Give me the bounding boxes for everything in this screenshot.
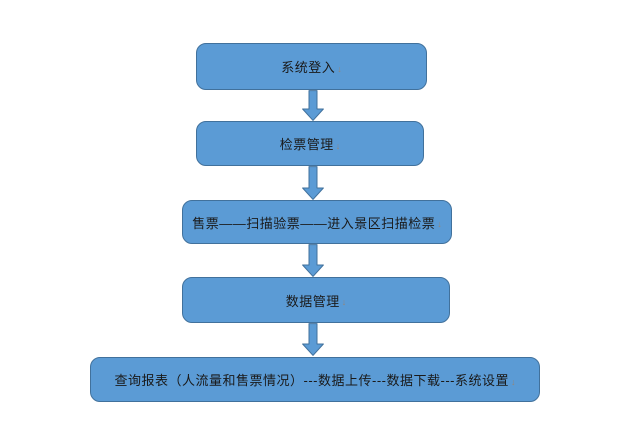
- format-mark: ↓: [437, 219, 442, 229]
- flow-node-label: 数据管理: [285, 293, 340, 309]
- format-mark: ↓: [341, 297, 347, 307]
- down-arrow-icon: [302, 90, 324, 121]
- format-mark: ↓: [335, 140, 341, 151]
- down-arrow-icon: [302, 244, 324, 277]
- flow-node-label: 售票——扫描验票——进入景区扫描检票: [192, 215, 436, 231]
- format-mark: ↓: [510, 376, 516, 387]
- flow-node-ticketing-process: 售票——扫描验票——进入景区扫描检票↓: [182, 200, 452, 244]
- flow-node-label: 查询报表（人流量和售票情况）---数据上传---数据下载---系统设置: [114, 373, 509, 388]
- down-arrow-icon: [302, 166, 324, 200]
- flow-node-ticket-check-management: 检票管理↓: [196, 121, 424, 166]
- flow-node-label: 系统登入: [281, 60, 336, 75]
- flow-node-system-login: 系统登入↓: [196, 43, 427, 90]
- down-arrow-icon: [302, 323, 324, 356]
- flow-node-label: 检票管理: [279, 137, 334, 152]
- flow-node-reports-and-settings: 查询报表（人流量和售票情况）---数据上传---数据下载---系统设置↓: [90, 357, 540, 402]
- flow-node-data-management: 数据管理↓: [182, 277, 450, 323]
- format-mark: ↓: [337, 63, 342, 74]
